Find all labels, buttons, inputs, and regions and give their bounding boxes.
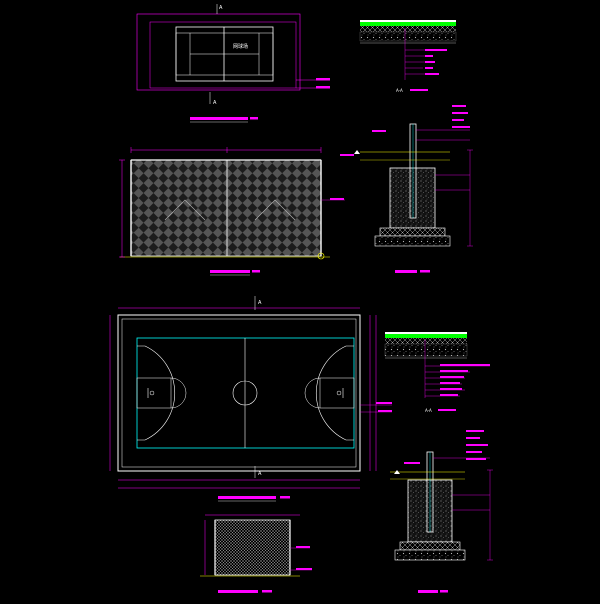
section-marker-bottom-b: A	[258, 471, 262, 477]
section-marker-top-b: A	[213, 100, 217, 106]
surface-layer-section-lower: A-A	[384, 332, 490, 413]
section-marker-top-a: A	[219, 5, 223, 11]
fence-mesh-elevation-small	[200, 514, 312, 593]
fence-elevation	[119, 147, 345, 276]
tennis-court-center-label: 网球场	[233, 43, 248, 50]
post-footing-detail-upper	[340, 105, 473, 273]
tennis-court-plan: 网球场 A A	[136, 4, 330, 123]
section-a-a-lower: A-A	[425, 408, 432, 413]
section-marker-bottom-a: A	[258, 300, 262, 306]
section-a-a-upper: A-A	[396, 88, 403, 93]
post-footing-detail-lower	[390, 430, 493, 593]
basketball-court-plan: A A	[109, 296, 392, 502]
surface-layer-section-upper: A-A	[359, 20, 457, 93]
